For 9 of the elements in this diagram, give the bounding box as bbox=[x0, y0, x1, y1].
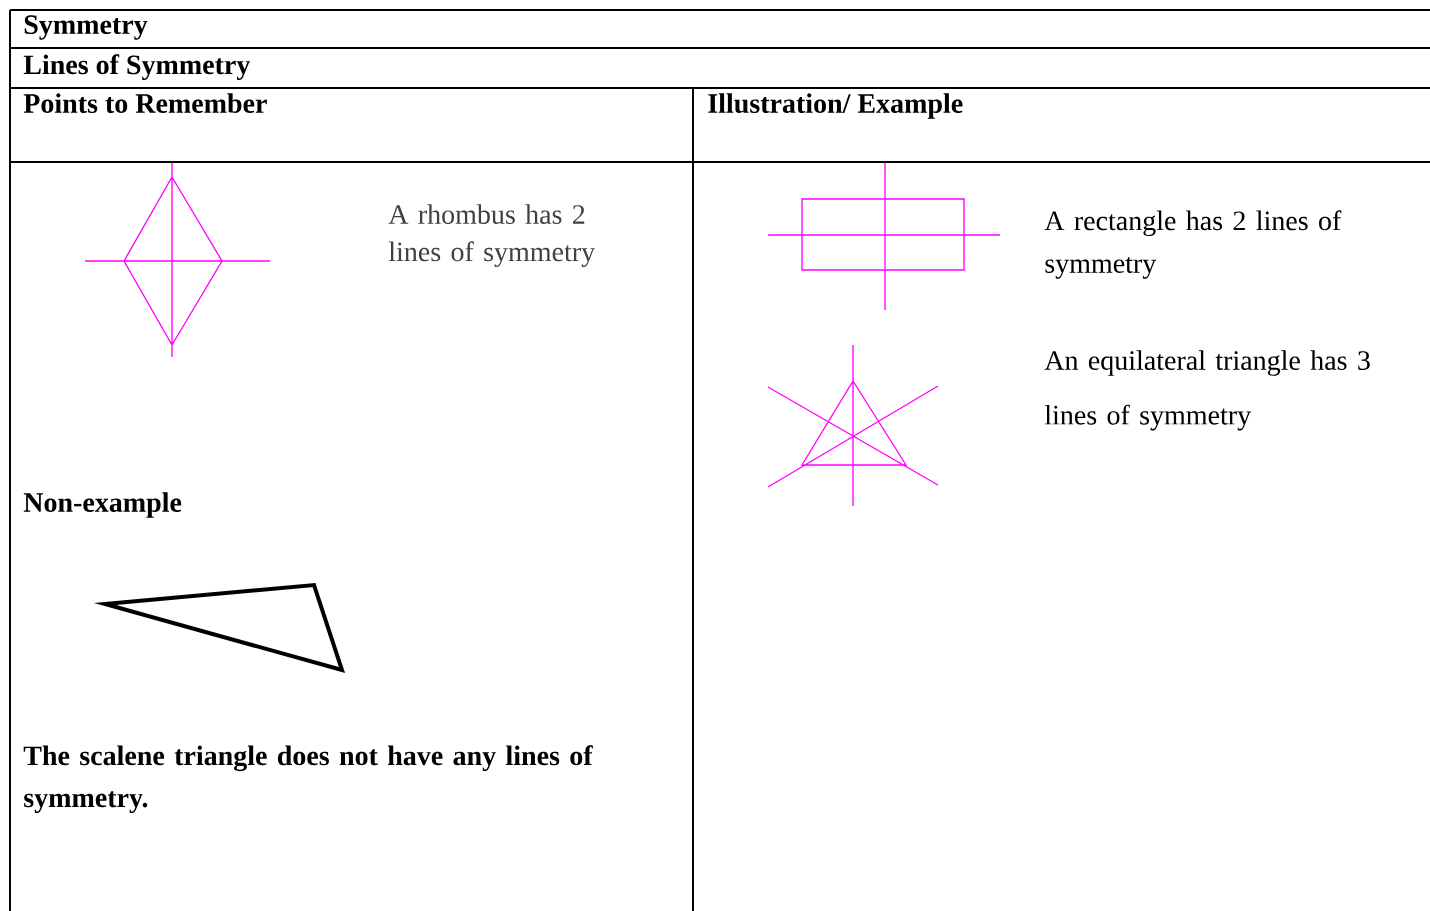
table-heading: Lines of Symmetry bbox=[23, 54, 251, 81]
note-text: A rhombus has 2 lines of symmetry bbox=[388, 204, 595, 268]
subheading: Non-example bbox=[23, 492, 182, 518]
note-text: An equilateral triangle has 3 lines of symmetry bbox=[1044, 350, 1370, 431]
table-heading: Symmetry bbox=[24, 15, 148, 40]
note-text: The scalene triangle does not have any lines of symmetry. bbox=[23, 745, 593, 814]
column-heading: Points to Remember bbox=[23, 93, 267, 113]
note-text: A rectangle has 2 lines of symmetry bbox=[1044, 210, 1342, 279]
column-heading: Illustration/ Example bbox=[708, 93, 963, 119]
